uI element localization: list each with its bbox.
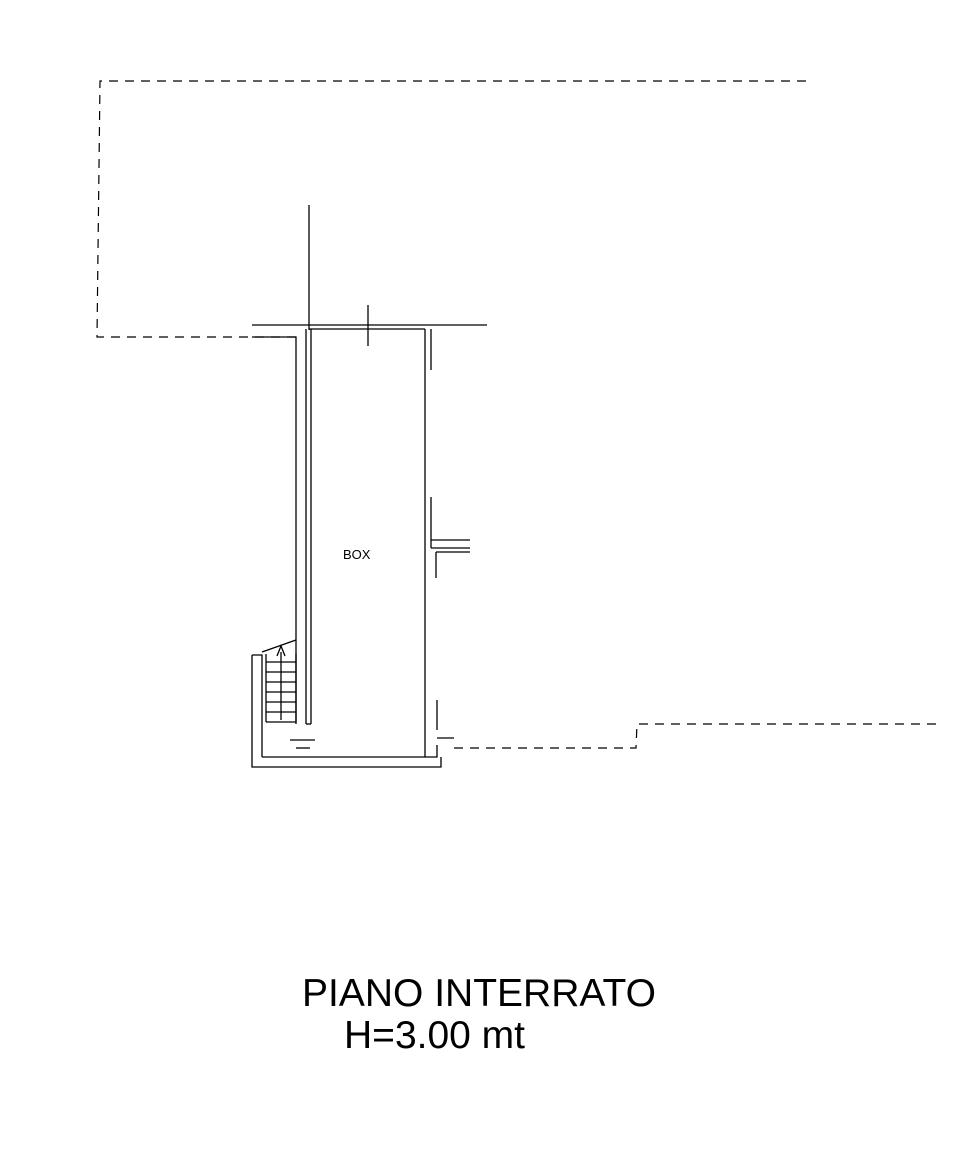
property-boundary-right <box>454 723 940 749</box>
plan-title: PIANO INTERRATO <box>302 972 656 1015</box>
room-label-box: BOX <box>343 547 371 562</box>
reference-lines <box>252 205 487 346</box>
staircase <box>252 639 297 757</box>
property-boundary-top <box>96 80 806 338</box>
plan-height-note: H=3.00 mt <box>344 1014 526 1057</box>
box-walls <box>251 328 470 768</box>
